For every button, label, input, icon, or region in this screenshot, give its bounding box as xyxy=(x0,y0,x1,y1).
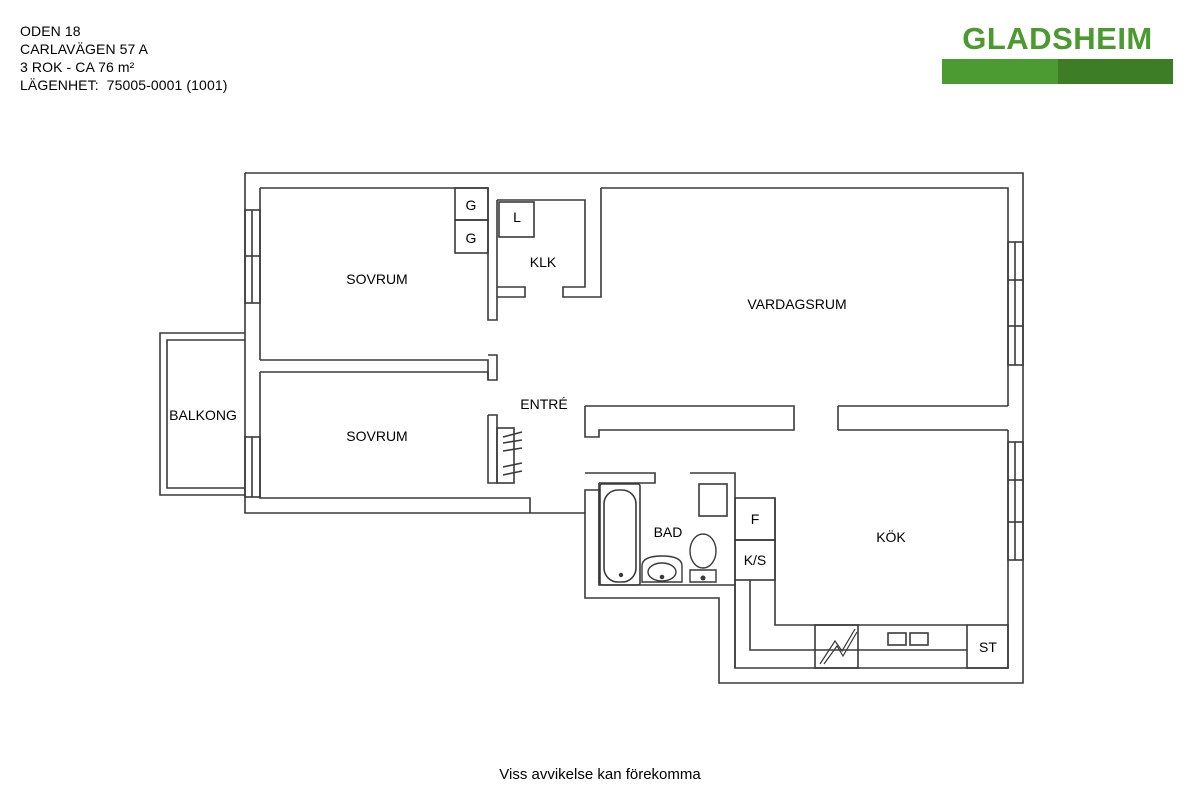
room-label-entry: ENTRÉ xyxy=(520,396,567,412)
fixture-label-wardrobe-bottom: G xyxy=(466,230,477,246)
apartment-size: 3 ROK - CA 76 m² xyxy=(20,59,135,75)
room-label-bathroom: BAD xyxy=(654,524,683,540)
fixture-label-fridge-freezer: K/S xyxy=(744,552,767,568)
apartment-number: LÄGENHET: 75005-0001 (1001) xyxy=(20,77,228,93)
electrical-panel-icon xyxy=(819,628,858,665)
fixture-label-fridge: F xyxy=(751,511,760,527)
sink-basin-icon xyxy=(647,562,677,582)
bedroom-walls xyxy=(260,200,498,484)
room-label-bedroom-2: SOVRUM xyxy=(346,428,407,444)
closet-walls xyxy=(454,187,602,298)
logo-bar-dark xyxy=(1058,59,1173,84)
logo-text: GLADSHEIM xyxy=(962,21,1153,56)
logo-bar-light xyxy=(942,59,1058,84)
room-label-kitchen: KÖK xyxy=(876,528,906,545)
sink-icon xyxy=(641,555,683,583)
apartment-info: ODEN 18 CARLAVÄGEN 57 A 3 ROK - CA 76 m²… xyxy=(20,22,227,94)
room-label-living-room: VARDAGSRUM xyxy=(747,296,846,312)
disclaimer-note: Viss avvikelse kan förekomma xyxy=(499,766,701,783)
fixture-label-stove: ST xyxy=(979,639,997,655)
fixture-label-wardrobe-top: G xyxy=(466,197,477,213)
sink-drain-icon xyxy=(659,574,665,580)
windows xyxy=(244,209,1024,561)
room-label-balcony: BALKONG xyxy=(169,407,237,423)
street-address: CARLAVÄGEN 57 A xyxy=(20,41,149,57)
bathtub-drain-icon xyxy=(618,572,624,578)
room-label-bedroom-1: SOVRUM xyxy=(346,271,407,287)
entry-wardrobe xyxy=(496,427,523,484)
bath-fixtures xyxy=(618,533,717,583)
gladsheim-logo: GLADSHEIM xyxy=(942,20,1173,84)
balcony-outline xyxy=(159,332,245,496)
room-label-klk: KLK xyxy=(530,254,557,270)
property-name: ODEN 18 xyxy=(20,23,81,39)
living-partitions xyxy=(584,405,1008,438)
toilet-bowl-icon xyxy=(689,533,717,569)
toilet-button-icon xyxy=(700,575,706,581)
kitchen-walls xyxy=(734,498,1009,669)
toilet-tank-icon xyxy=(689,569,717,583)
fixture-label-linen: L xyxy=(513,209,521,225)
